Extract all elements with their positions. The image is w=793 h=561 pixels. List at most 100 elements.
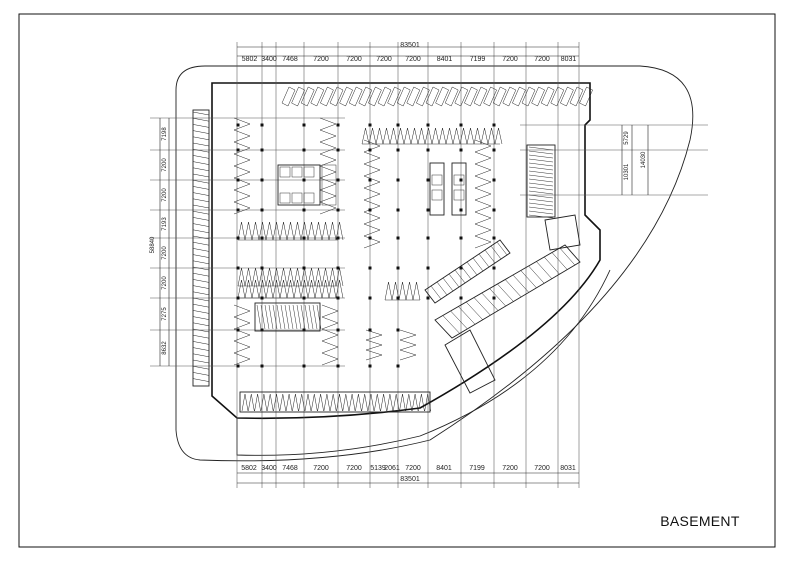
column xyxy=(396,178,400,182)
column xyxy=(492,208,496,212)
parking-stall xyxy=(361,127,370,145)
parking-stall xyxy=(454,269,466,284)
column xyxy=(426,266,430,270)
parking-stall xyxy=(233,316,251,330)
grid-lines-horizontal xyxy=(150,117,708,367)
parking-stall xyxy=(192,359,210,364)
parking-stall xyxy=(314,267,323,287)
parking-stall xyxy=(192,155,210,159)
parking-stall xyxy=(328,267,337,287)
parking-stall xyxy=(367,393,375,412)
parking-stall xyxy=(273,393,280,412)
parking-stall xyxy=(319,189,337,203)
parking-stall xyxy=(192,179,210,184)
parking-stall xyxy=(321,316,339,330)
parking-stall xyxy=(192,322,210,327)
parking-stall xyxy=(265,221,274,241)
parking-stall xyxy=(321,352,339,366)
parking-stall xyxy=(551,252,568,270)
parking-stall xyxy=(293,267,302,287)
parking-stall xyxy=(300,221,309,241)
parking-stall xyxy=(399,393,406,412)
parking-stall xyxy=(380,393,387,412)
parking-stall xyxy=(411,393,419,412)
parking-stall xyxy=(540,86,555,107)
parking-stall xyxy=(248,393,255,412)
column xyxy=(368,178,372,182)
structural-columns xyxy=(236,123,496,368)
column xyxy=(336,266,340,270)
column xyxy=(492,148,496,152)
parking-stall xyxy=(293,221,302,241)
parking-stall xyxy=(258,267,267,287)
top-span-label: 5802 xyxy=(242,56,258,63)
parking-stall xyxy=(233,165,251,179)
parking-stall xyxy=(192,297,210,302)
parking-stall xyxy=(192,161,210,165)
column xyxy=(336,148,340,152)
parking-stall xyxy=(192,136,210,141)
parking-stall xyxy=(319,117,337,131)
column xyxy=(368,123,372,127)
top-span-label: 7200 xyxy=(405,56,421,63)
parking-stall xyxy=(233,340,251,354)
column xyxy=(336,236,340,240)
column xyxy=(426,296,430,300)
column xyxy=(396,296,400,300)
parking-stall xyxy=(192,272,210,277)
column xyxy=(260,208,264,212)
column xyxy=(236,364,240,368)
left-span-label: 7200 xyxy=(162,246,168,260)
parking-stall xyxy=(192,223,210,227)
left-span-label: 7193 xyxy=(162,217,168,231)
parking-stall xyxy=(412,281,421,301)
parking-stall xyxy=(396,86,411,107)
top-span-label: 7200 xyxy=(313,56,329,63)
parking-stall xyxy=(348,86,363,107)
parking-stall xyxy=(192,266,210,271)
parking-stall xyxy=(436,281,448,296)
column xyxy=(260,266,264,270)
column xyxy=(396,328,400,332)
parking-stall xyxy=(579,86,593,107)
parking-stall xyxy=(417,127,426,145)
parking-stall xyxy=(474,199,492,213)
parking-stall xyxy=(192,353,210,358)
parking-stall xyxy=(464,86,478,107)
parking-stall xyxy=(300,267,309,287)
parking-stall xyxy=(374,393,381,412)
parking-stall xyxy=(368,127,377,145)
column xyxy=(396,148,400,152)
stair-core-right xyxy=(544,214,581,251)
column xyxy=(236,123,240,127)
parking-stall xyxy=(233,153,251,167)
parking-stall xyxy=(474,223,492,237)
parking-stall xyxy=(492,86,507,107)
parking-stall xyxy=(430,285,442,300)
parking-stall xyxy=(466,127,475,145)
left-span-label: 7275 xyxy=(162,307,168,321)
parking-stall xyxy=(317,393,324,412)
column xyxy=(492,296,496,300)
column xyxy=(492,178,496,182)
parking-stall xyxy=(460,265,472,280)
parking-stall xyxy=(474,151,492,165)
column xyxy=(236,296,240,300)
parking-stall xyxy=(319,141,337,155)
parking-stall xyxy=(431,127,440,145)
bottom-span-label: 7200 xyxy=(313,465,329,472)
column xyxy=(236,178,240,182)
parking-stall xyxy=(328,279,337,299)
parking-stall xyxy=(480,127,489,145)
building-outline xyxy=(211,82,601,420)
column xyxy=(396,208,400,212)
parking-stall xyxy=(300,279,309,299)
parking-stall xyxy=(335,279,344,299)
column xyxy=(236,208,240,212)
parking-stall xyxy=(251,267,260,287)
parking-stall xyxy=(387,86,401,107)
parking-stalls-top-diagonal xyxy=(281,86,593,107)
